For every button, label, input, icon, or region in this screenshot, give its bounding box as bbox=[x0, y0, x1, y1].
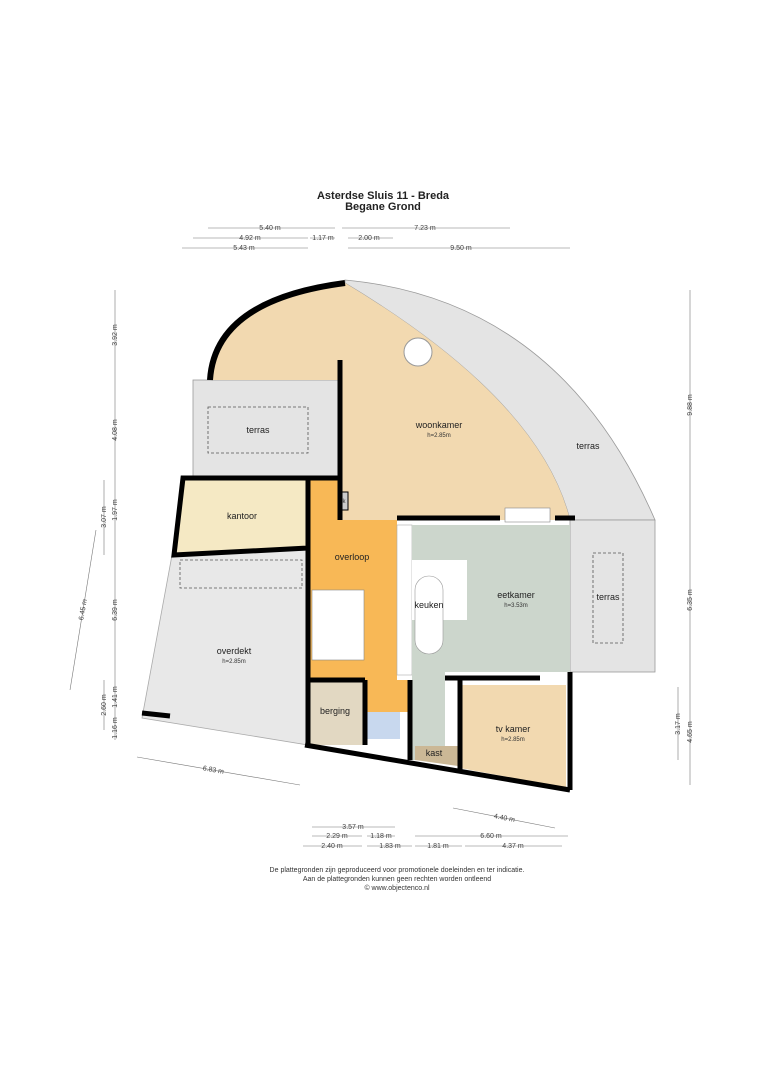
label-overdekt: overdekt bbox=[217, 646, 252, 656]
label-kantoor: kantoor bbox=[227, 511, 257, 521]
kitchen-island bbox=[414, 575, 444, 655]
dim-label: 6.39 m bbox=[112, 599, 119, 621]
label-tv-kamer: tv kamer bbox=[496, 724, 531, 734]
label-k: k bbox=[343, 499, 347, 505]
dim-label: 4.40 m bbox=[493, 813, 516, 824]
dim-label: 6.35 m bbox=[687, 589, 694, 611]
dim-label: 5.40 m bbox=[259, 225, 281, 232]
label-kast: kast bbox=[426, 748, 443, 758]
label-eetkamer: eetkamer bbox=[497, 590, 535, 600]
dim-label: 3.57 m bbox=[342, 824, 364, 831]
staircase-icon bbox=[311, 589, 365, 661]
dim-label: 4.08 m bbox=[112, 419, 119, 441]
label-keuken: keuken bbox=[414, 600, 443, 610]
label-terras-right: terras bbox=[576, 441, 600, 451]
dim-label: 4.92 m bbox=[239, 235, 261, 242]
dim-label: 1.97 m bbox=[112, 499, 119, 521]
height-eetkamer: h=3.53m bbox=[504, 603, 528, 609]
dim-label: 6.83 m bbox=[202, 765, 224, 776]
dim-label: 2.60 m bbox=[101, 694, 108, 716]
dim-label: 4.65 m bbox=[687, 721, 694, 743]
dim-label: 1.16 m bbox=[112, 717, 119, 739]
footer-rights: Aan de plattegronden kunnen geen rechten… bbox=[303, 876, 491, 883]
dim-label: 2.40 m bbox=[321, 843, 343, 850]
terrace-furniture bbox=[592, 552, 624, 644]
dim-label: 3.92 m bbox=[112, 324, 119, 346]
label-terras-left: terras bbox=[246, 425, 270, 435]
wall-arc bbox=[207, 280, 346, 381]
stairs-icon bbox=[504, 507, 551, 523]
dim-label: 2.00 m bbox=[358, 235, 380, 242]
table-icon bbox=[403, 337, 433, 367]
plan-subtitle: Begane Grond bbox=[345, 201, 421, 213]
dimension-lines bbox=[69, 227, 691, 847]
dim-label: 1.83 m bbox=[379, 843, 401, 850]
plan-title: Asterdse Sluis 11 - Breda bbox=[317, 190, 450, 202]
height-overdekt: h=2.85m bbox=[222, 659, 246, 665]
dim-label: 1.81 m bbox=[427, 843, 449, 850]
dim-label: 3.17 m bbox=[675, 713, 682, 735]
room-kast bbox=[415, 746, 458, 766]
dim-label: 2.29 m bbox=[326, 833, 348, 840]
dim-label: 9.88 m bbox=[687, 394, 694, 416]
dim-label: 7.23 m bbox=[414, 225, 436, 232]
room-tv-kamer bbox=[460, 685, 566, 788]
label-overloop: overloop bbox=[335, 552, 370, 562]
dim-label: 1.18 m bbox=[370, 833, 392, 840]
room-berging bbox=[307, 680, 365, 745]
height-tv-kamer: h=2.85m bbox=[501, 737, 525, 743]
dim-label: 1.41 m bbox=[112, 686, 119, 708]
label-woonkamer: woonkamer bbox=[415, 420, 463, 430]
footer-copyright: © www.objectenco.nl bbox=[364, 884, 430, 892]
dim-label: 9.50 m bbox=[450, 245, 472, 252]
dim-label: 6.45 m bbox=[78, 598, 89, 620]
room-toilet bbox=[367, 712, 400, 739]
dim-label: 3.07 m bbox=[101, 506, 108, 528]
dimension-labels: 5.40 m 7.23 m 4.92 m 1.17 m 2.00 m 5.43 … bbox=[78, 225, 694, 850]
label-terras-lower: terras bbox=[596, 592, 620, 602]
dim-label: 4.37 m bbox=[502, 843, 524, 850]
footer-disclaimer: De plattegronden zijn geproduceerd voor … bbox=[270, 867, 525, 874]
dim-label: 6.60 m bbox=[480, 833, 502, 840]
dim-label: 1.17 m bbox=[312, 235, 334, 242]
dim-label: 5.43 m bbox=[233, 245, 255, 252]
room-woonkamer bbox=[210, 283, 570, 520]
walls bbox=[141, 360, 575, 793]
height-woonkamer: h=2.85m bbox=[427, 433, 451, 439]
terrace-furniture bbox=[207, 406, 309, 454]
label-berging: berging bbox=[320, 706, 350, 716]
terrace-lower bbox=[569, 519, 656, 673]
